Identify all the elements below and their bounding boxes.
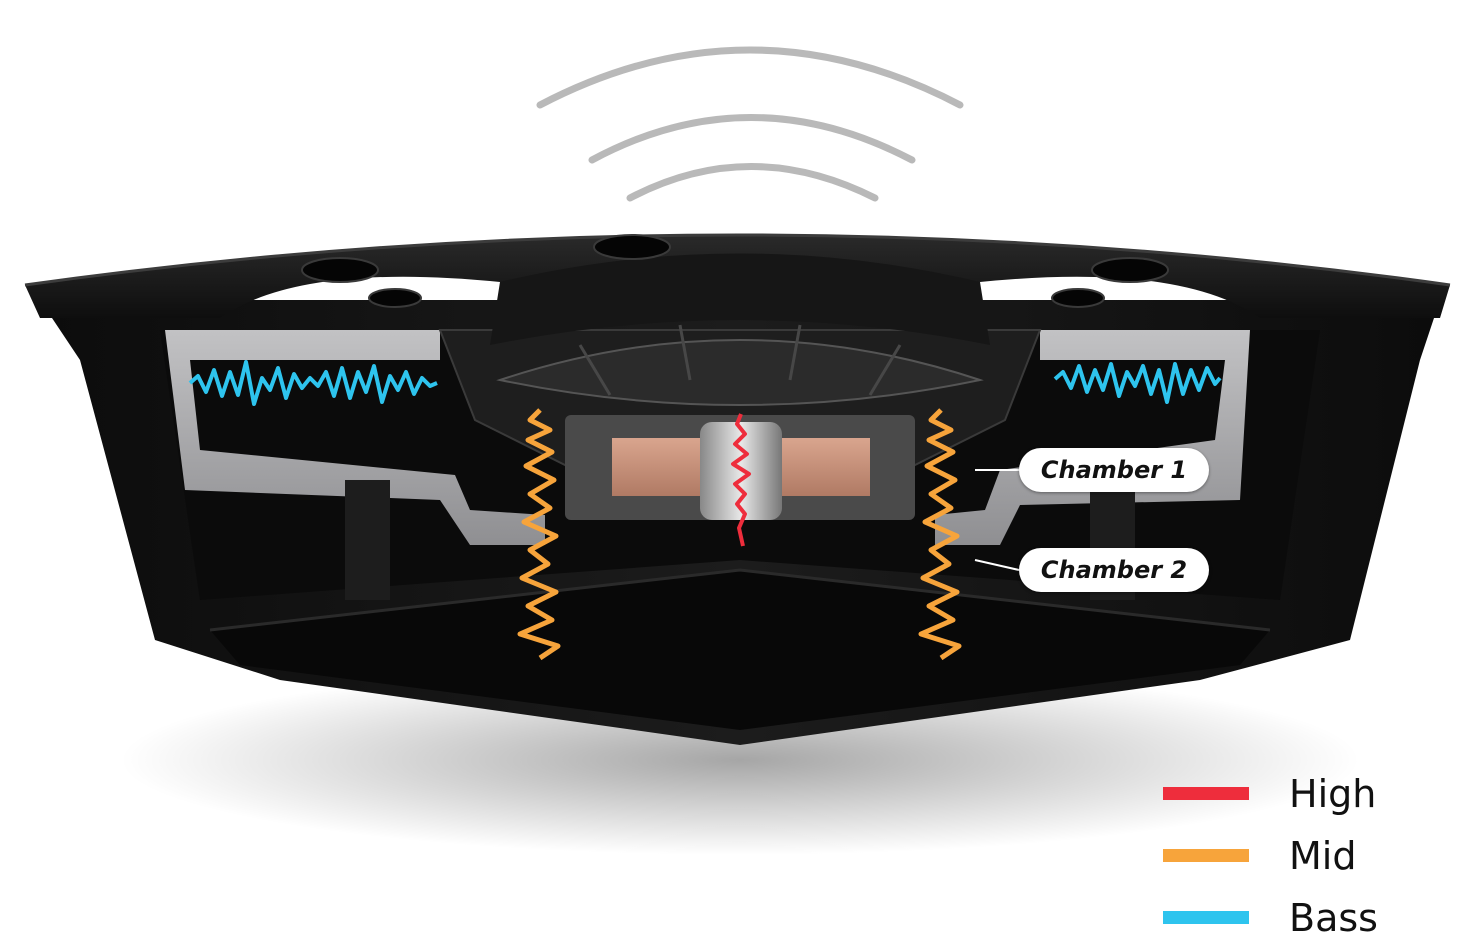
grille-hole — [368, 288, 422, 308]
floor-shadow — [120, 665, 1360, 855]
chamber-2-label: Chamber 2 — [1019, 548, 1209, 592]
mid-wave-right — [918, 408, 962, 661]
sound-arc-outer — [536, 46, 964, 109]
bass-waveform — [188, 360, 438, 406]
legend-swatch-mid — [1163, 849, 1249, 862]
base-plate — [210, 570, 1270, 730]
top-grille-inner — [490, 253, 990, 345]
magnet-right — [778, 438, 870, 496]
legend-label-bass: Bass — [1289, 896, 1378, 940]
grille-hole — [593, 234, 671, 260]
sound-arc-inner — [626, 163, 879, 202]
top-grille-rim — [24, 233, 1451, 287]
support-post-left — [345, 480, 390, 600]
mid-waveform — [517, 408, 561, 661]
sound-arc-middle — [588, 114, 916, 164]
legend-label-mid: Mid — [1289, 834, 1357, 878]
high-wave — [731, 413, 751, 547]
diaphragm-ribs — [578, 324, 902, 396]
legend-swatch-bass — [1163, 911, 1249, 924]
sound-emission-arcs — [536, 46, 964, 202]
grille-hole — [1091, 257, 1169, 283]
base-plate-edge — [209, 568, 1271, 632]
high-waveform — [731, 413, 751, 547]
legend-label-high: High — [1289, 772, 1377, 816]
legend-swatch-high — [1163, 787, 1249, 800]
bass-wave-right — [1053, 362, 1222, 404]
grille-hole — [1051, 288, 1105, 308]
chamber-1-label: Chamber 1 — [1019, 448, 1209, 492]
diaphragm — [496, 339, 984, 406]
chamber2-pointer — [974, 559, 1020, 571]
inner-shell-left — [165, 330, 545, 545]
bass-wave-left — [188, 360, 438, 406]
grille-hole — [301, 257, 379, 283]
magnet-left — [612, 438, 704, 496]
grille-holes — [301, 234, 1169, 308]
mid-waveform — [918, 408, 962, 661]
mid-wave-left — [517, 408, 561, 661]
bass-waveform — [1053, 362, 1222, 404]
